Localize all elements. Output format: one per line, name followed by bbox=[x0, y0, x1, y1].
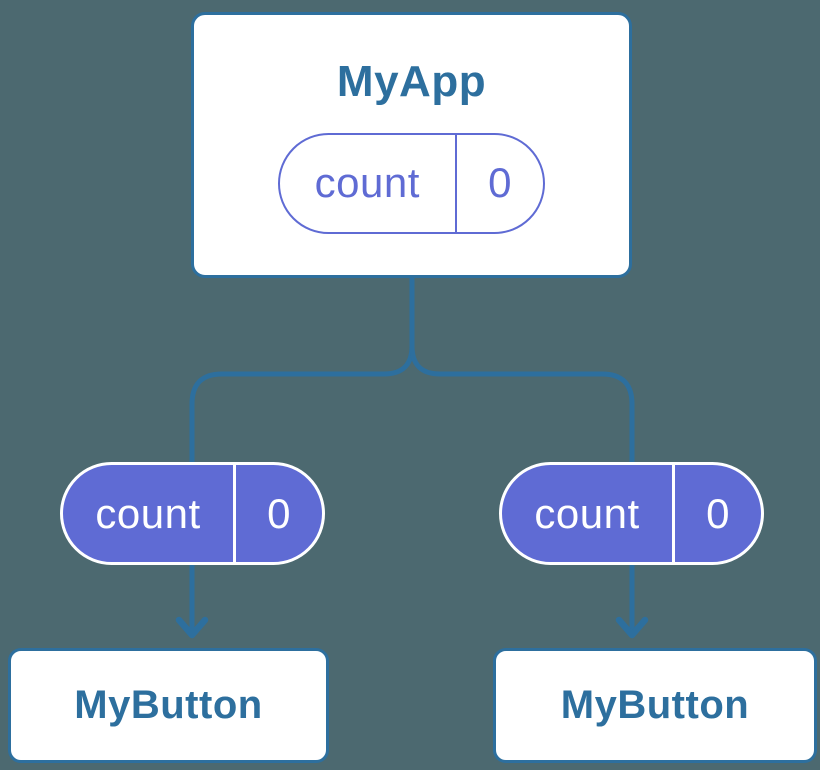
arrow-down-icon bbox=[615, 616, 649, 639]
prop-pill-label: count bbox=[534, 489, 640, 537]
prop-pill-value: 0 bbox=[706, 489, 730, 537]
prop-pill-divider bbox=[233, 465, 236, 562]
component-node-myapp: MyApp count 0 bbox=[191, 12, 632, 278]
prop-pill-label: count bbox=[95, 489, 201, 537]
prop-pill-value: 0 bbox=[267, 489, 291, 537]
state-pill-value: 0 bbox=[488, 159, 512, 206]
component-node-mybutton-right: MyButton bbox=[493, 648, 817, 763]
component-node-mybutton-left: MyButton bbox=[8, 648, 329, 763]
prop-pill-divider bbox=[672, 465, 675, 562]
connector-branch-left bbox=[189, 345, 415, 630]
state-pill: count 0 bbox=[278, 132, 545, 234]
node-title: MyApp bbox=[336, 56, 487, 106]
node-title: MyButton bbox=[74, 683, 263, 727]
node-title: MyButton bbox=[560, 683, 750, 727]
state-pill-divider bbox=[454, 134, 457, 232]
prop-pill-right: count 0 bbox=[499, 462, 764, 565]
connector-branch-right bbox=[409, 345, 635, 630]
prop-pill-left: count 0 bbox=[60, 462, 325, 565]
state-pill-label: count bbox=[314, 159, 420, 206]
arrow-down-icon bbox=[175, 616, 209, 639]
